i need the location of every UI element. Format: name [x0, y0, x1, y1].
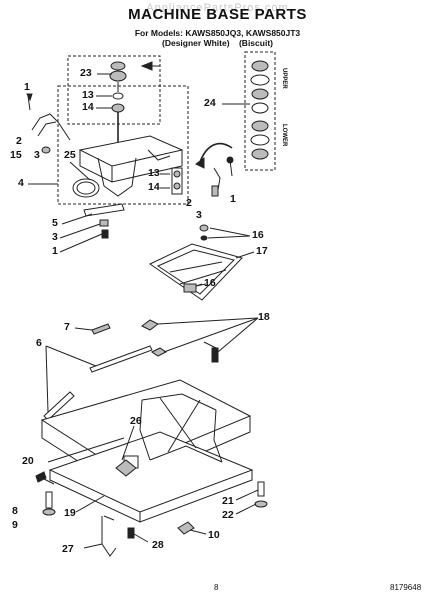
- model-info: For Models: KAWS850JQ3, KAWS850JT3 (Desi…: [0, 28, 435, 48]
- agitator-parts-box: [67, 55, 161, 125]
- watermark: AppliancePartsPros.com: [146, 2, 289, 14]
- callout-16: 16: [204, 277, 216, 289]
- callout-14: 14: [148, 181, 160, 193]
- callout-3: 3: [52, 231, 58, 243]
- callout-3: 3: [34, 149, 40, 161]
- callout-13: 13: [148, 167, 160, 179]
- callout-2: 2: [186, 197, 192, 209]
- base-frame: [40, 379, 254, 523]
- callout-4: 4: [18, 177, 24, 189]
- drive-bearing-column: [222, 51, 276, 171]
- callout-21: 21: [222, 495, 234, 507]
- callout-13: 13: [82, 89, 94, 101]
- callout-5: 5: [52, 217, 58, 229]
- page-title: MACHINE BASE PARTS: [128, 6, 307, 23]
- callout-7: 7: [64, 321, 70, 333]
- callout-2: 2: [16, 135, 22, 147]
- callout-22: 22: [222, 509, 234, 521]
- callout-26: 26: [130, 415, 142, 427]
- callout-6: 6: [36, 337, 42, 349]
- callout-1: 1: [24, 81, 30, 93]
- callout-17: 17: [256, 245, 268, 257]
- models-line-1: For Models: KAWS850JQ3, KAWS850JT3: [134, 28, 301, 38]
- callout-25: 25: [64, 149, 76, 161]
- transmission-assembly: [57, 85, 189, 205]
- callout-19: 19: [64, 507, 76, 519]
- lower-label: LOWER: [281, 124, 287, 147]
- callout-23: 23: [80, 67, 92, 79]
- left-strap-parts: [26, 93, 71, 154]
- lower-strap-parts: [83, 203, 125, 239]
- leader-lines: [28, 73, 259, 549]
- motor-pump-plate: [149, 224, 243, 301]
- page-number: 8: [214, 583, 219, 592]
- callout-14: 14: [82, 101, 94, 113]
- callout-18: 18: [258, 311, 270, 323]
- callout-16: 16: [252, 229, 264, 241]
- right-strap-parts: [211, 156, 234, 197]
- upper-label: UPPER: [281, 68, 287, 89]
- callout-24: 24: [204, 97, 216, 109]
- part-number: 8179648: [390, 583, 422, 592]
- callout-20: 20: [22, 455, 34, 467]
- callout-27: 27: [62, 543, 74, 555]
- models-line-2: (Designer White) (Biscuit): [162, 38, 273, 48]
- callout-1: 1: [52, 245, 58, 257]
- callout-15: 15: [10, 149, 22, 161]
- callout-8: 8: [12, 505, 18, 517]
- callout-10: 10: [208, 529, 220, 541]
- callout-3: 3: [196, 209, 202, 221]
- callout-28: 28: [152, 539, 164, 551]
- callout-9: 9: [12, 519, 18, 531]
- callout-1: 1: [230, 193, 236, 205]
